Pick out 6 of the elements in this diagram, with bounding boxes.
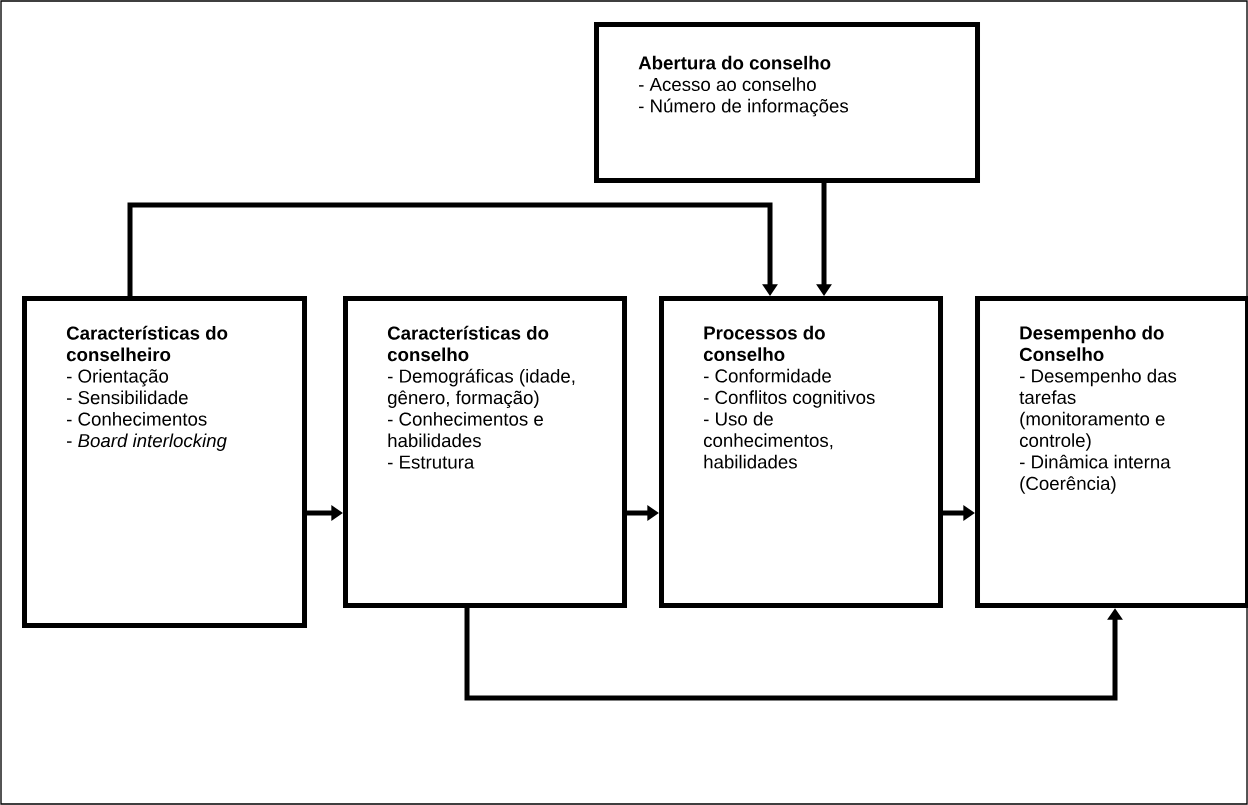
text-box: Desempenho do Conselho - Desempenho das tarefas (monitoramento e controle) - Dinâmica interna (Coerência)	[975, 296, 1248, 608]
text-box: Processos do conselho - Conformidade - Conflitos cognitivos - Uso de conhecimentos, habilidades	[659, 296, 943, 608]
text-box: Abertura do conselho - Acesso ao conselho - Número de informações	[594, 22, 980, 183]
text-box: Características do conselho - Demográficas (idade, gênero, formação) - Conhecimentos e habilidades - Estrutura	[343, 296, 627, 608]
arrow	[127, 202, 778, 296]
text-box: Características do conselheiro - Orientação - Sensibilidade - Conhecimentos - Board interlocking	[22, 296, 307, 628]
